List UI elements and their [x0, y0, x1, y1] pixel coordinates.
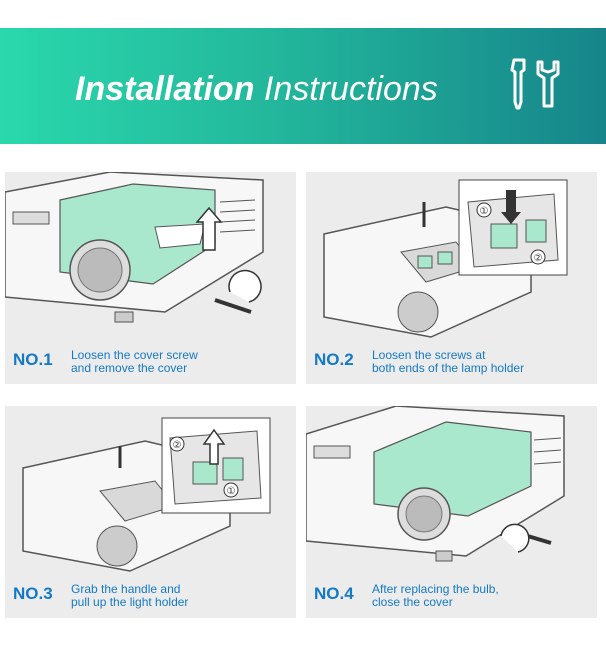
page-title: Installation Instructions: [75, 70, 438, 109]
step-line-1: After replacing the bulb,: [372, 582, 499, 596]
projector-illustration-1: [5, 172, 264, 323]
step-card-4: NO.4 After replacing the bulb, close the…: [306, 406, 597, 618]
callout-1: ①: [480, 206, 489, 217]
projector-illustration-3: ② ①: [22, 417, 271, 572]
step-number: NO.1: [13, 350, 53, 369]
step-description: After replacing the bulb, close the cove…: [372, 583, 592, 609]
step-line-1: Loosen the cover screw: [71, 348, 198, 362]
wrench-icon: [510, 58, 560, 110]
step-description: Loosen the screws at both ends of the la…: [372, 349, 592, 375]
callout-1: ①: [227, 486, 236, 497]
step-number: NO.2: [314, 350, 354, 369]
step-line-1: Grab the handle and: [71, 582, 181, 596]
step-line-1: Loosen the screws at: [372, 348, 486, 362]
step-line-2: and remove the cover: [71, 361, 188, 375]
step-card-3: ② ① NO.3 Grab the handle and pull up the…: [5, 406, 296, 618]
step-number: NO.4: [314, 584, 354, 603]
title-light: Instructions: [254, 70, 438, 108]
step-line-2: close the cover: [372, 595, 453, 609]
step-card-2: ① ② NO.2 Loosen the screws at both ends …: [306, 172, 597, 384]
step-line-2: pull up the light holder: [71, 595, 189, 609]
callout-2: ②: [534, 253, 543, 264]
step-card-1: NO.1 Loosen the cover screw and remove t…: [5, 172, 296, 384]
step-description: Grab the handle and pull up the light ho…: [71, 583, 291, 609]
title-bold: Installation: [75, 70, 255, 108]
step-line-2: both ends of the lamp holder: [372, 361, 525, 375]
step-number: NO.3: [13, 584, 53, 603]
projector-illustration-2: ① ②: [323, 179, 568, 338]
step-description: Loosen the cover screw and remove the co…: [71, 349, 291, 375]
callout-2: ②: [173, 440, 182, 451]
header-banner: [0, 28, 606, 144]
projector-illustration-4: [306, 406, 565, 562]
